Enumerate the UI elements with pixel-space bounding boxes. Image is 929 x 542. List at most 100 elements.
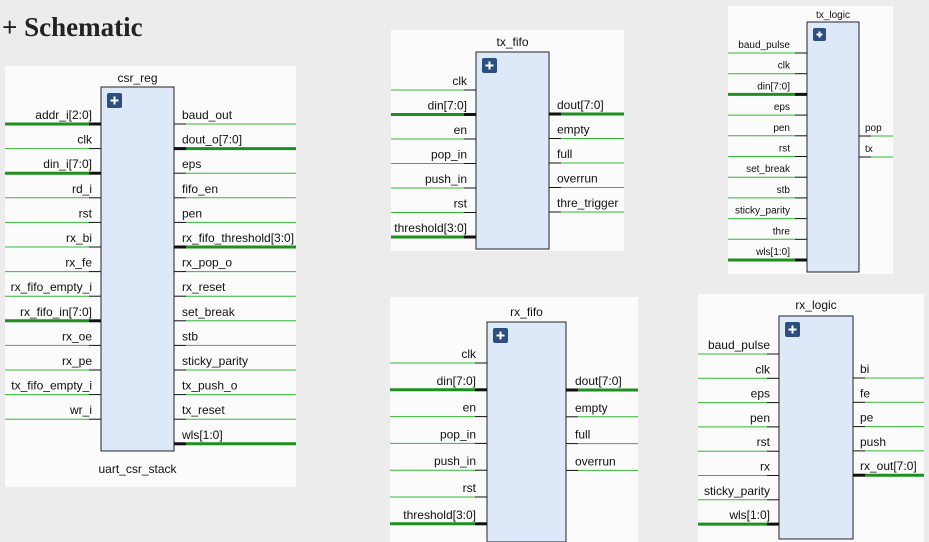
input-port-push-in[interactable]: push_in bbox=[390, 454, 487, 471]
output-port-dout-7-0[interactable]: dout[7:0] bbox=[566, 374, 638, 392]
input-port-rx-fifo-empty-i[interactable]: rx_fifo_empty_i bbox=[5, 280, 101, 297]
expand-plus-icon[interactable] bbox=[107, 93, 122, 108]
input-port-clk[interactable]: clk bbox=[391, 74, 476, 91]
output-port-baud-out[interactable]: baud_out bbox=[174, 108, 296, 125]
output-port-tx-push-o[interactable]: tx_push_o bbox=[174, 379, 296, 396]
input-port-en[interactable]: en bbox=[391, 123, 476, 140]
output-port-pe[interactable]: pe bbox=[853, 411, 924, 428]
input-port-set-break[interactable]: set_break bbox=[728, 164, 807, 178]
output-port-push[interactable]: push bbox=[853, 435, 924, 452]
output-port-empty[interactable]: empty bbox=[566, 401, 638, 418]
input-port-thre[interactable]: thre bbox=[728, 226, 807, 240]
input-port-pen[interactable]: pen bbox=[728, 123, 807, 137]
input-port-clk[interactable]: clk bbox=[698, 362, 779, 379]
input-port-addr-i-2-0[interactable]: addr_i[2:0] bbox=[5, 108, 101, 126]
module-body[interactable] bbox=[806, 21, 860, 273]
expand-plus-icon[interactable] bbox=[482, 58, 497, 73]
output-port-tx[interactable]: tx bbox=[859, 144, 893, 158]
input-port-rx[interactable]: rx bbox=[698, 460, 779, 476]
input-port-rx-oe[interactable]: rx_oe bbox=[5, 329, 101, 346]
port-label: pen bbox=[750, 411, 770, 425]
port-label: rst bbox=[463, 481, 477, 495]
output-port-empty[interactable]: empty bbox=[549, 123, 624, 139]
output-port-thre-trigger[interactable]: thre_trigger bbox=[549, 196, 624, 213]
input-port-din-7-0[interactable]: din[7:0] bbox=[391, 99, 476, 116]
input-port-eps[interactable]: eps bbox=[728, 102, 807, 116]
input-port-sticky-parity[interactable]: sticky_parity bbox=[728, 206, 807, 220]
input-port-clk[interactable]: clk bbox=[5, 133, 101, 150]
input-port-din-i-7-0[interactable]: din_i[7:0] bbox=[5, 157, 101, 175]
input-port-rd-i[interactable]: rd_i bbox=[5, 182, 101, 199]
port-label: thre bbox=[773, 226, 791, 237]
input-port-rst[interactable]: rst bbox=[728, 144, 807, 157]
output-port-sticky-parity[interactable]: sticky_parity bbox=[174, 354, 296, 371]
port-label: rd_i bbox=[72, 182, 92, 196]
input-port-threshold-3-0[interactable]: threshold[3:0] bbox=[391, 221, 476, 239]
module-body[interactable] bbox=[486, 321, 567, 542]
output-port-rx-reset[interactable]: rx_reset bbox=[174, 280, 296, 297]
output-port-overrun[interactable]: overrun bbox=[549, 172, 624, 188]
input-port-threshold-3-0[interactable]: threshold[3:0] bbox=[390, 508, 487, 526]
input-port-clk[interactable]: clk bbox=[390, 347, 487, 364]
input-port-clk[interactable]: clk bbox=[728, 61, 807, 75]
input-port-eps[interactable]: eps bbox=[698, 387, 779, 404]
input-port-din-7-0[interactable]: din[7:0] bbox=[728, 81, 807, 96]
input-port-en[interactable]: en bbox=[390, 401, 487, 418]
input-port-baud-pulse[interactable]: baud_pulse bbox=[728, 40, 807, 54]
output-port-dout-o-7-0[interactable]: dout_o[7:0] bbox=[174, 133, 296, 151]
input-port-pen[interactable]: pen bbox=[698, 411, 779, 428]
input-port-rst[interactable]: rst bbox=[698, 435, 779, 452]
module-body[interactable] bbox=[778, 315, 854, 540]
input-port-pop-in[interactable]: pop_in bbox=[391, 148, 476, 164]
output-port-rx-out-7-0[interactable]: rx_out[7:0] bbox=[853, 459, 924, 477]
port-label: rx_pe bbox=[62, 354, 92, 368]
output-port-dout-7-0[interactable]: dout[7:0] bbox=[549, 98, 624, 116]
input-port-wr-i[interactable]: wr_i bbox=[5, 403, 101, 420]
input-port-rst[interactable]: rst bbox=[390, 481, 487, 498]
input-port-baud-pulse[interactable]: baud_pulse bbox=[698, 338, 779, 355]
input-port-rx-fe[interactable]: rx_fe bbox=[5, 256, 101, 273]
output-port-fifo-en[interactable]: fifo_en bbox=[174, 182, 296, 199]
port-label: rx_oe bbox=[62, 329, 92, 343]
schematic-heading[interactable]: + Schematic bbox=[2, 12, 143, 42]
output-port-wls-1-0[interactable]: wls[1:0] bbox=[174, 428, 296, 446]
output-port-full[interactable]: full bbox=[549, 147, 624, 164]
input-port-rx-pe[interactable]: rx_pe bbox=[5, 354, 101, 371]
output-port-bi[interactable]: bi bbox=[853, 362, 924, 379]
output-port-rx-fifo-threshold-3-0[interactable]: rx_fifo_threshold[3:0] bbox=[174, 231, 296, 249]
port-label: rst bbox=[454, 197, 468, 211]
output-port-overrun[interactable]: overrun bbox=[566, 454, 638, 471]
input-port-stb[interactable]: stb bbox=[728, 185, 807, 199]
port-label: bi bbox=[860, 362, 869, 376]
input-port-wls-1-0[interactable]: wls[1:0] bbox=[728, 247, 807, 262]
input-port-push-in[interactable]: push_in bbox=[391, 172, 476, 189]
output-port-tx-reset[interactable]: tx_reset bbox=[174, 403, 296, 420]
input-port-din-7-0[interactable]: din[7:0] bbox=[390, 374, 487, 392]
output-port-set-break[interactable]: set_break bbox=[174, 305, 296, 322]
input-port-rst[interactable]: rst bbox=[391, 197, 476, 213]
input-port-sticky-parity[interactable]: sticky_parity bbox=[698, 484, 779, 501]
input-port-rx-bi[interactable]: rx_bi bbox=[5, 231, 101, 248]
expand-plus-icon[interactable] bbox=[813, 28, 826, 41]
input-port-pop-in[interactable]: pop_in bbox=[390, 427, 487, 444]
output-port-pop[interactable]: pop bbox=[859, 123, 893, 137]
input-port-rx-fifo-in-7-0[interactable]: rx_fifo_in[7:0] bbox=[5, 305, 101, 323]
output-port-pen[interactable]: pen bbox=[174, 206, 296, 223]
expand-plus-icon[interactable] bbox=[785, 322, 800, 337]
input-port-rst[interactable]: rst bbox=[5, 206, 101, 223]
input-port-tx-fifo-empty-i[interactable]: tx_fifo_empty_i bbox=[5, 379, 101, 396]
expand-plus-icon[interactable] bbox=[493, 328, 508, 343]
output-port-full[interactable]: full bbox=[566, 428, 638, 445]
output-port-eps[interactable]: eps bbox=[174, 157, 296, 174]
input-port-wls-1-0[interactable]: wls[1:0] bbox=[698, 508, 779, 526]
output-port-fe[interactable]: fe bbox=[853, 386, 924, 403]
output-port-rx-pop-o[interactable]: rx_pop_o bbox=[174, 256, 296, 273]
output-port-stb[interactable]: stb bbox=[174, 329, 296, 346]
module-body[interactable] bbox=[475, 51, 550, 250]
module-body[interactable] bbox=[100, 86, 175, 452]
